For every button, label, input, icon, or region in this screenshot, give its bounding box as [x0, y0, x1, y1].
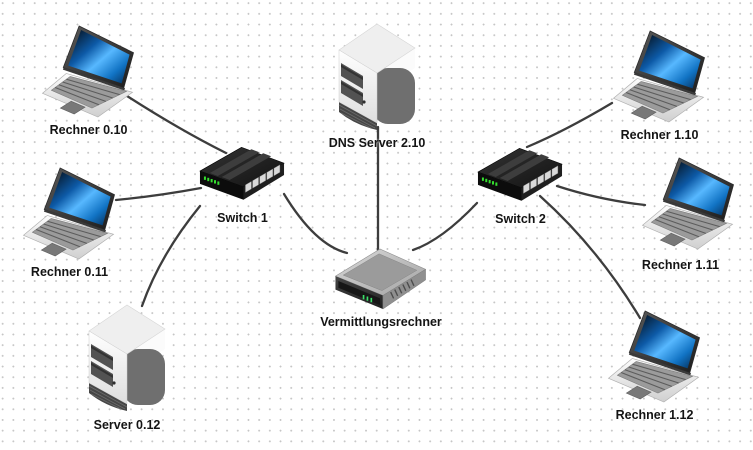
node-dns-server-2-10[interactable]: DNS Server 2.10: [329, 22, 425, 152]
node-rechner-1-10[interactable]: Rechner 1.10: [611, 30, 708, 144]
switch-leds: [203, 176, 220, 185]
laptop-icon: [607, 310, 700, 403]
switch-icon: [477, 148, 563, 201]
cable-server-0-12-switch-1[interactable]: [140, 204, 202, 308]
node-vermittlungsrechner[interactable]: Vermittlungsrechner: [320, 248, 442, 331]
switch-leds: [481, 177, 498, 186]
node-rechner-1-12[interactable]: Rechner 1.12: [606, 310, 703, 424]
node-label: Switch 2: [495, 212, 546, 226]
server-icon: [338, 23, 416, 130]
node-label: Vermittlungsrechner: [320, 315, 442, 329]
router-vents: [390, 279, 415, 299]
node-rechner-1-11[interactable]: Rechner 1.11: [640, 157, 737, 274]
laptop-icon: [22, 167, 115, 260]
laptop-icon: [612, 30, 705, 123]
switch-icon: [199, 147, 285, 200]
cable-rechner-1-10-switch-2[interactable]: [525, 101, 614, 149]
laptop-icon: [41, 25, 134, 118]
node-label: DNS Server 2.10: [328, 136, 426, 150]
node-label: Switch 1: [217, 211, 268, 225]
server-icon: [88, 304, 166, 411]
cable-switch-2-vermittlungsrechner[interactable]: [411, 201, 479, 252]
switch-ports: [523, 165, 559, 194]
node-label: Rechner 0.10: [49, 123, 128, 137]
node-server-0-12[interactable]: Server 0.12: [87, 302, 167, 434]
node-switch-1[interactable]: Switch 1: [198, 147, 287, 227]
node-label: Rechner 1.12: [615, 408, 694, 422]
node-label: Rechner 1.10: [620, 128, 699, 142]
node-label: Rechner 1.11: [641, 258, 720, 272]
cable-rechner-0-11-switch-1[interactable]: [114, 186, 203, 202]
cable-rechner-1-11-switch-2[interactable]: [555, 184, 647, 207]
laptop-icon: [641, 157, 734, 250]
node-rechner-0-11[interactable]: Rechner 0.11: [21, 167, 118, 281]
switch-ports: [245, 164, 281, 193]
node-rechner-0-10[interactable]: Rechner 0.10: [40, 25, 137, 139]
cable-rechner-1-12-switch-2[interactable]: [538, 194, 642, 320]
cable-switch-1-vermittlungsrechner[interactable]: [282, 192, 349, 255]
node-label: Rechner 0.11: [30, 265, 109, 279]
cable-rechner-0-10-switch-1[interactable]: [125, 94, 228, 155]
router-icon: [334, 248, 427, 310]
node-label: Server 0.12: [93, 418, 161, 432]
node-switch-2[interactable]: Switch 2: [476, 148, 565, 228]
router-leds: [362, 294, 373, 303]
